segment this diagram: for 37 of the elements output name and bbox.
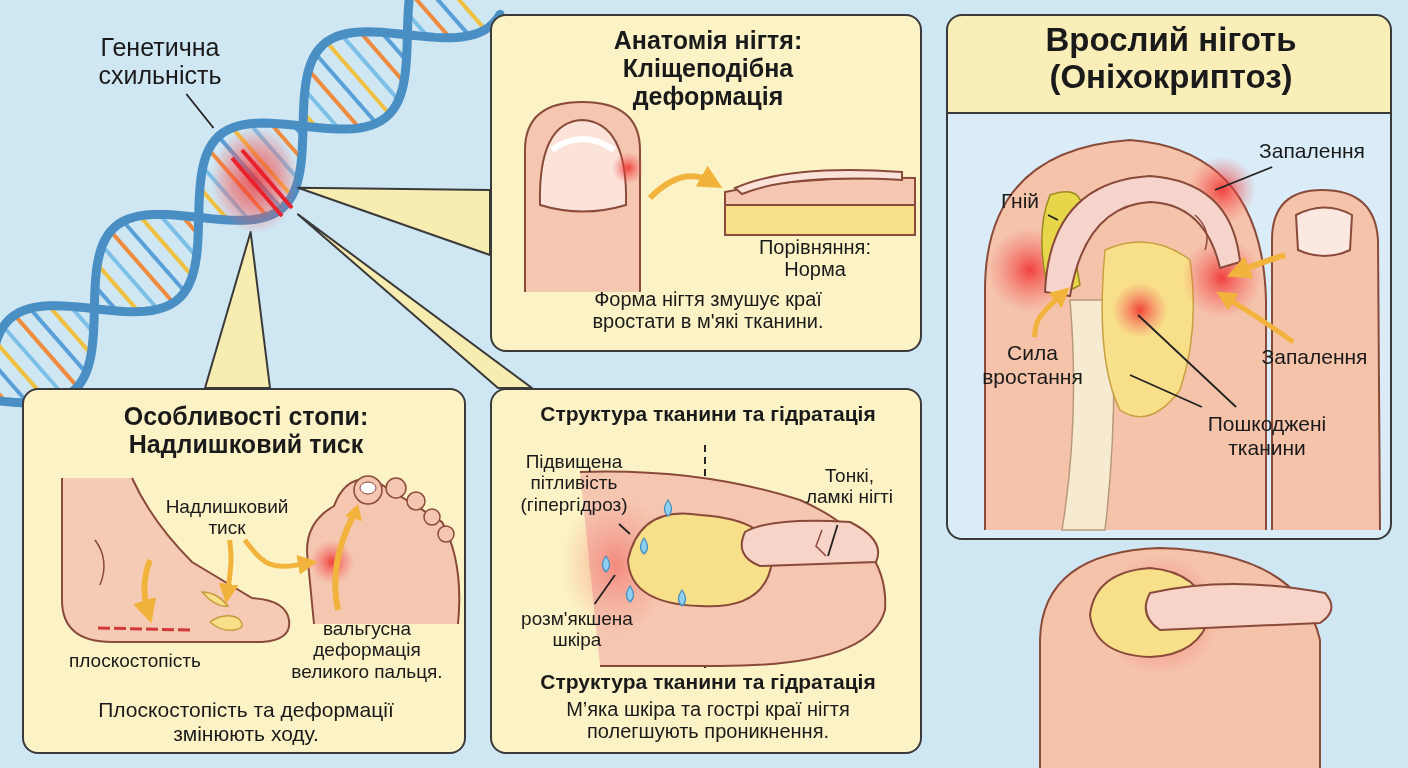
dna-highlight xyxy=(212,128,298,232)
arrow xyxy=(242,538,318,575)
callout-pointer xyxy=(204,231,271,389)
leader-line xyxy=(1047,214,1059,221)
callout-label: Тонкі, ламкі нігті xyxy=(802,447,897,525)
panel-caption: Форма нігтя змушує краї вростати в м'які тканини. xyxy=(591,288,825,333)
part-label: вальгусна деформація великого пальця. xyxy=(290,618,444,682)
callout-label: Запалення xyxy=(1242,342,1387,372)
panel-heading: Анатомія нігтя: Кліщеподібна деформація xyxy=(612,26,804,110)
callout-label: Генетична схильність xyxy=(50,28,270,94)
callout-pointer xyxy=(297,186,491,256)
panel-subheading: Структура тканини та гідратація xyxy=(539,670,877,694)
leader-line xyxy=(1137,314,1237,408)
callout-label: Пошкоджені тканини xyxy=(1182,407,1352,465)
panel-heading: Врослий ніготь (Оніхокриптоз) xyxy=(1044,22,1298,96)
arrow xyxy=(1032,287,1070,338)
callout-label: Запалення xyxy=(1242,135,1382,167)
panel-heading: Структура тканини та гідратація xyxy=(539,402,877,426)
callout-label: Гній xyxy=(992,185,1048,217)
leader-line xyxy=(185,93,215,129)
callout-label: розм'якшена шкіра xyxy=(502,604,652,654)
leader-line xyxy=(618,523,631,535)
callout-label: Підвищена пітливість (гіпергідроз) xyxy=(496,442,652,524)
callout-pointer xyxy=(297,213,533,389)
panel-caption: Плоскостопість та деформації змінюють ходу. xyxy=(97,698,395,746)
arrow xyxy=(218,539,239,604)
part-label: плоскостопість xyxy=(68,650,202,672)
panel-heading: Особливості стопи: Надлишковий тиск xyxy=(122,402,370,458)
arrow xyxy=(1216,291,1295,345)
leader-line xyxy=(593,574,616,605)
leader-line xyxy=(1214,166,1274,191)
panel-caption: М’яка шкіра та гострі краї нігтя полегшують проникнення. xyxy=(565,698,851,743)
callout-label: Надлишковий тиск xyxy=(162,494,292,540)
callout-label: Сила вростання xyxy=(970,337,1095,392)
comparison-label: Порівняння: Норма xyxy=(757,236,872,281)
leader-line xyxy=(827,524,839,557)
leader-line xyxy=(1129,374,1203,408)
